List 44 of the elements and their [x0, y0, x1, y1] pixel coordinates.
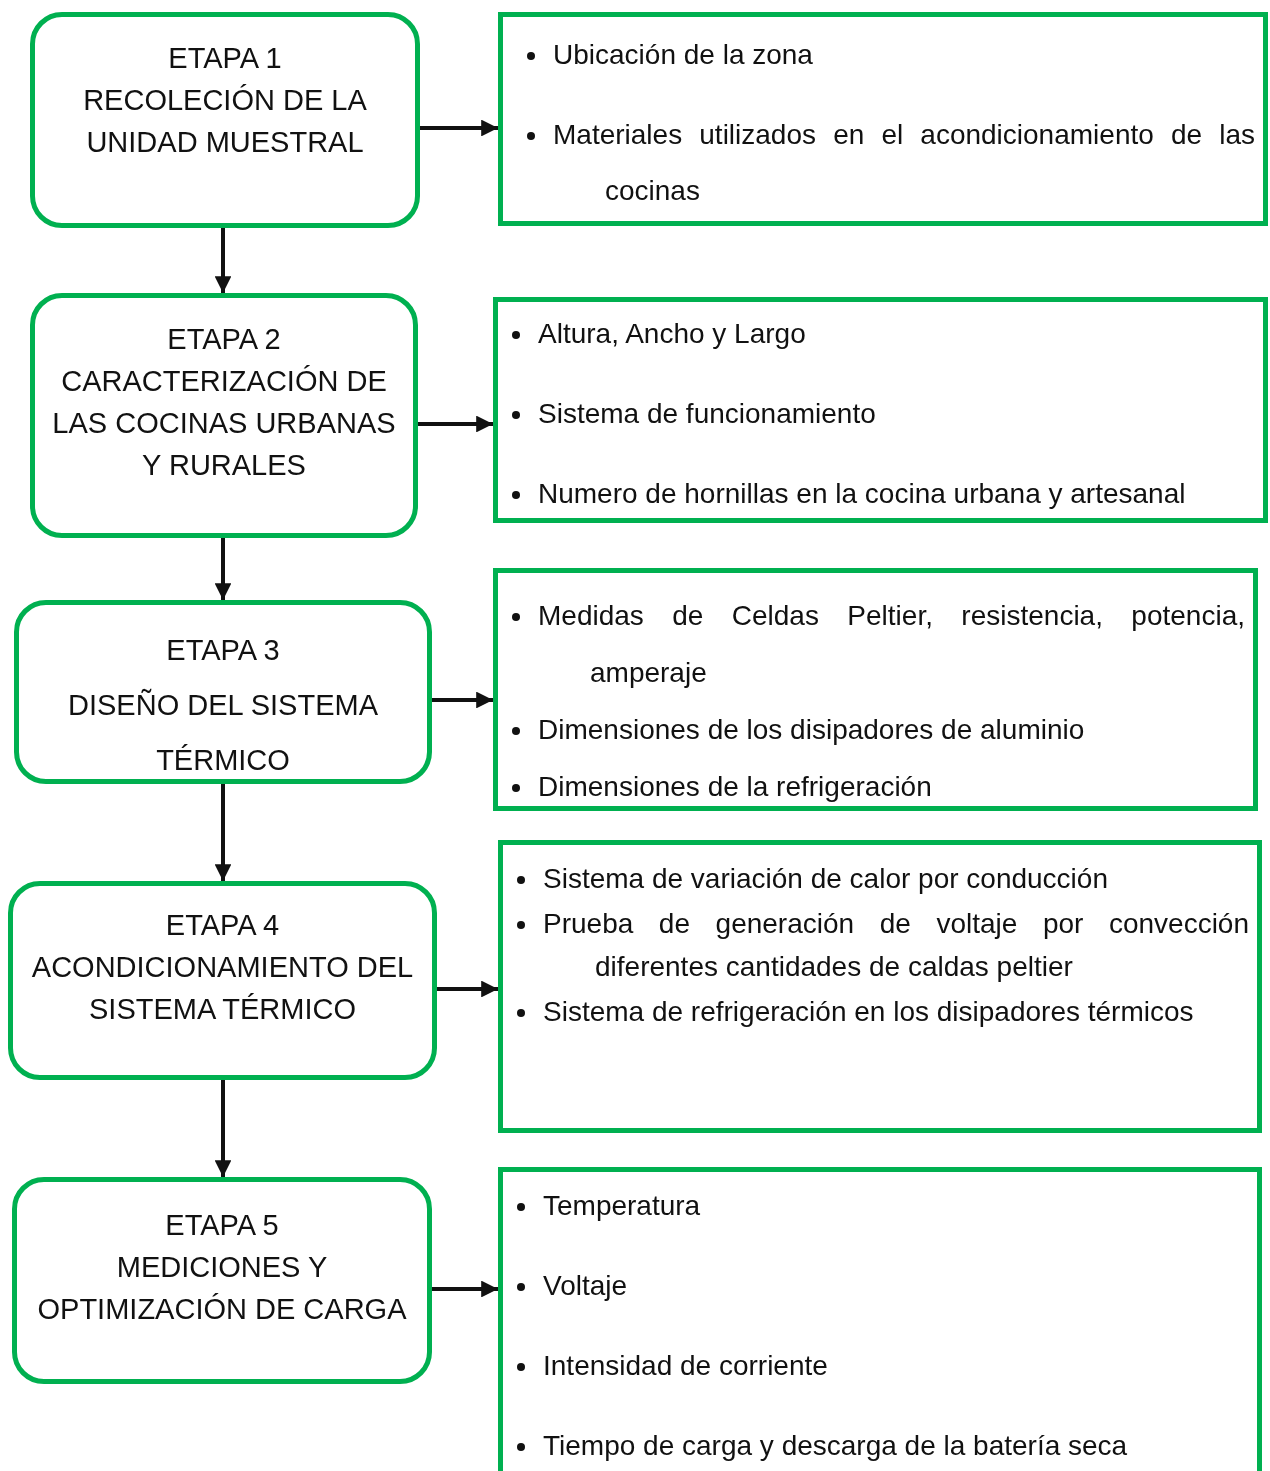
bullet-text: Tiempo de carga y descarga de la batería seca: [543, 1429, 1129, 1463]
bullet-text: Intensidad de corriente: [543, 1349, 829, 1383]
bullet-text: Sistema de refrigeración en los disipadores térmicos: [543, 995, 1195, 1029]
stage-number: ETAPA 2: [166, 322, 282, 357]
arrow: [214, 1080, 232, 1177]
stage-number: ETAPA 3: [165, 633, 281, 668]
arrow: [420, 119, 498, 137]
details-box: [493, 568, 1258, 811]
bullet-text: Medidas de Celdas Peltier, resistencia, potencia, amperaje: [538, 599, 1245, 690]
stage-box: [12, 1177, 432, 1384]
stage-title: CARACTERIZACIÓN DE LAS COCINAS URBANAS Y RURALES: [51, 364, 397, 483]
bullet-text: Sistema de funcionamiento: [538, 397, 877, 431]
stage-title: DISEÑO DEL SISTEMA TÉRMICO: [67, 687, 379, 778]
arrow: [418, 415, 493, 433]
bullet-text: Voltaje: [543, 1269, 629, 1303]
bullet-text: Altura, Ancho y Largo: [538, 317, 807, 351]
bullet-text: Materiales utilizados en el acondicionamiento de las cocinas: [553, 118, 1255, 208]
bullet-text: Temperatura: [543, 1189, 702, 1223]
stage-number: ETAPA 4: [164, 908, 281, 943]
arrow: [214, 784, 232, 881]
stage-title: RECOLECIÓN DE LA UNIDAD MUESTRAL: [82, 83, 368, 160]
arrow: [214, 228, 232, 293]
details-box: [493, 297, 1268, 523]
stage-box: [14, 600, 432, 784]
bullet-text: Numero de hornillas en la cocina urbana y artesanal: [538, 477, 1187, 511]
bullet-text: Prueba de generación de voltaje por convección diferentes cantidades de caldas peltier: [543, 907, 1249, 984]
stage-number: ETAPA 5: [164, 1208, 280, 1243]
stage-box: [30, 12, 420, 228]
stage-box: [30, 293, 418, 538]
arrow: [432, 691, 493, 709]
bullet-text: Ubicación de la zona: [553, 38, 814, 72]
arrow: [437, 980, 498, 998]
bullet-text: Sistema de variación de calor por conducción: [543, 862, 1109, 896]
details-box: [498, 12, 1268, 226]
bullet-text: Dimensiones de la refrigeración: [538, 770, 933, 804]
stage-number: ETAPA 1: [167, 41, 283, 76]
stage-box: [8, 881, 437, 1080]
details-box: [498, 840, 1262, 1133]
details-box: [498, 1167, 1262, 1471]
bullet-text: Dimensiones de los disipadores de aluminio: [538, 713, 1086, 747]
arrow: [432, 1280, 498, 1298]
stage-title: MEDICIONES Y OPTIMIZACIÓN DE CARGA: [36, 1250, 408, 1327]
arrow: [214, 538, 232, 600]
stage-title: ACONDICIONAMIENTO DEL SISTEMA TÉRMICO: [30, 950, 415, 1027]
